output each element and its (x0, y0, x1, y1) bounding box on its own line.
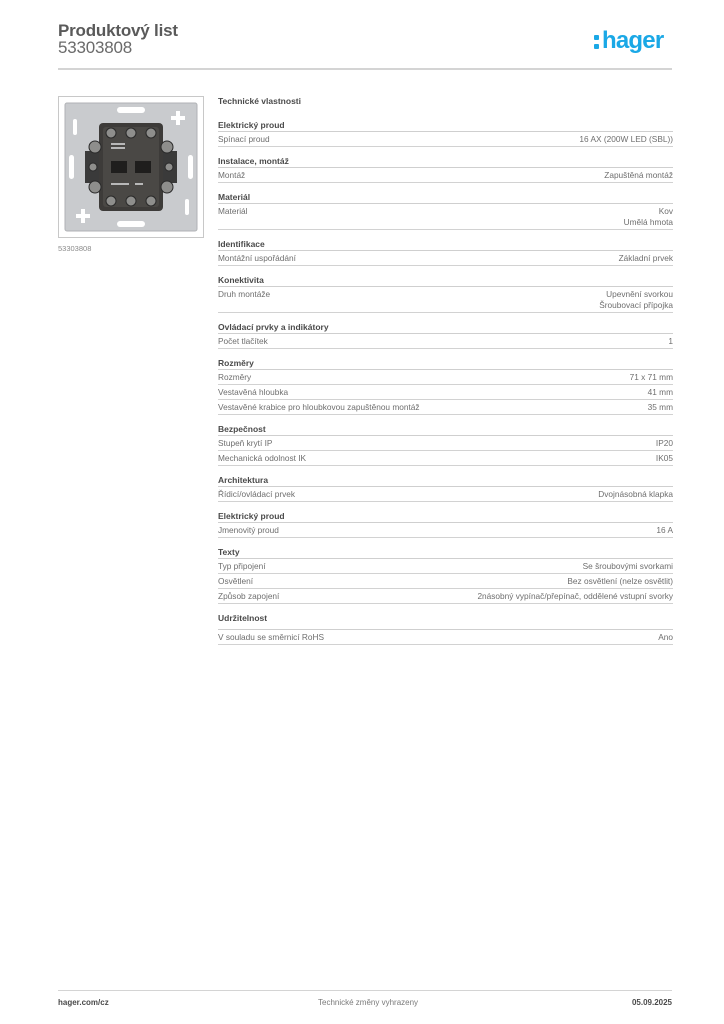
spec-label: Montáž (218, 170, 246, 180)
spec-group-title: Rozměry (218, 358, 673, 370)
spec-row: Vestavěná hloubka 41 mm (218, 385, 673, 400)
hager-logo: hager (594, 27, 664, 55)
footer-date: 05.09.2025 (631, 998, 672, 1007)
spec-row: Rozměry 71 x 71 mm (218, 370, 673, 385)
spec-row: Montáž Zapuštěná montáž (218, 168, 673, 183)
spec-group-title: Elektrický proud (218, 511, 673, 523)
spec-group-title: Bezpečnost (218, 424, 673, 436)
spec-group-title: Konektivita (218, 275, 673, 287)
specs-title: Technické vlastnosti (218, 96, 301, 106)
spec-label: Montážní uspořádání (218, 253, 296, 263)
spec-row: Mechanická odolnost IK IK05 (218, 451, 673, 466)
spec-group-title: Identifikace (218, 239, 673, 251)
technical-specs: Technické vlastnosti Elektrický proud Sp… (218, 96, 673, 654)
spec-group-dimensions: Rozměry Rozměry 71 x 71 mm Vestavěná hlou… (218, 358, 673, 415)
spec-label: Mechanická odolnost IK (218, 453, 307, 463)
spec-label: Stupeň krytí IP (218, 438, 273, 448)
spec-group-title: Elektrický proud (218, 120, 673, 132)
spec-value: 16 A (656, 525, 673, 535)
spec-label: Jmenovitý proud (218, 525, 279, 535)
spec-row: Typ připojení Se šroubovými svorkami (218, 559, 673, 574)
spec-value: Ano (658, 632, 673, 642)
spec-label: Materiál (218, 206, 248, 216)
footer-website-link[interactable]: hager.com/cz (58, 998, 109, 1007)
spec-group-title: Materiál (218, 192, 673, 204)
spec-group-texts: Texty Typ připojení Se šroubovými svorkam… (218, 547, 673, 604)
spec-row: Osvětlení Bez osvětlení (nelze osvětlit) (218, 574, 673, 589)
spec-row: Spínací proud 16 AX (200W LED (SBL)) (218, 132, 673, 147)
spec-value: 2násobný vypínač/přepínač, oddělené vstu… (477, 591, 673, 601)
spec-row: V souladu se směrnicí RoHS Ano (218, 630, 673, 645)
product-number: 53303808 (58, 38, 133, 57)
spec-row: Počet tlačítek 1 (218, 334, 673, 349)
product-image-caption: 53303808 (58, 244, 92, 253)
product-image (58, 96, 204, 238)
spec-label: Spínací proud (218, 134, 270, 144)
spec-value: 16 AX (200W LED (SBL)) (579, 134, 673, 144)
spec-group-sustainability: Udržitelnost V souladu se směrnicí RoHS A… (218, 613, 673, 645)
spec-value: IK05 (655, 453, 673, 463)
spec-group-title: Texty (218, 547, 673, 559)
document-title: Produktový list (58, 21, 178, 40)
spec-label: Typ připojení (218, 561, 266, 571)
spec-group-connectivity: Konektivita Druh montáže Upevnění svorkou… (218, 275, 673, 313)
spec-value: 41 mm (647, 387, 673, 397)
spec-label: Vestavěné krabice pro hloubkovou zapuště… (218, 402, 420, 412)
spec-group-installation: Instalace, montáž Montáž Zapuštěná montáž (218, 156, 673, 183)
spec-row: Řídicí/ovládací prvek Dvojnásobná klapka (218, 487, 673, 502)
switch-insert-icon (64, 102, 198, 232)
spec-group-safety: Bezpečnost Stupeň krytí IP IP20 Mechanick… (218, 424, 673, 466)
spec-value: 35 mm (647, 402, 673, 412)
footer-divider (58, 990, 672, 991)
spec-value: 71 x 71 mm (629, 372, 673, 382)
spec-group-electric-current: Elektrický proud Spínací proud 16 AX (200… (218, 120, 673, 147)
spec-row: Vestavěné krabice pro hloubkovou zapuště… (218, 400, 673, 415)
spec-group-title: Instalace, montáž (218, 156, 673, 168)
footer-notice: Technické změny vyhrazeny (318, 998, 419, 1007)
spec-group-controls: Ovládací prvky a indikátory Počet tlačít… (218, 322, 673, 349)
spec-group-title: Udržitelnost (218, 613, 673, 630)
spec-group-identification: Identifikace Montážní uspořádání Základní… (218, 239, 673, 266)
spec-row: Jmenovitý proud 16 A (218, 523, 673, 538)
logo-colon-icon (594, 32, 599, 49)
spec-label: Počet tlačítek (218, 336, 268, 346)
spec-value: Dvojnásobná klapka (598, 489, 673, 499)
spec-label: Druh montáže (218, 289, 271, 299)
spec-value: Základní prvek (618, 253, 673, 263)
spec-row: Způsob zapojení 2násobný vypínač/přepínač… (218, 589, 673, 604)
spec-value: Bez osvětlení (nelze osvětlit) (567, 576, 673, 586)
spec-label: Rozměry (218, 372, 252, 382)
spec-group-rated-current: Elektrický proud Jmenovitý proud 16 A (218, 511, 673, 538)
spec-label: Vestavěná hloubka (218, 387, 289, 397)
header-divider (58, 68, 672, 70)
spec-value: IP20 (655, 438, 673, 448)
spec-row: Stupeň krytí IP IP20 (218, 436, 673, 451)
spec-value: Se šroubovými svorkami (582, 561, 673, 571)
spec-group-architecture: Architektura Řídicí/ovládací prvek Dvojná… (218, 475, 673, 502)
spec-value: Zapuštěná montáž (604, 170, 673, 180)
spec-label: Způsob zapojení (218, 591, 280, 601)
spec-group-title: Architektura (218, 475, 673, 487)
spec-row: Montážní uspořádání Základní prvek (218, 251, 673, 266)
spec-label: Řídicí/ovládací prvek (218, 489, 296, 499)
spec-label: V souladu se směrnicí RoHS (218, 632, 325, 642)
spec-label: Osvětlení (218, 576, 254, 586)
spec-group-title: Ovládací prvky a indikátory (218, 322, 673, 334)
spec-value: 1 (668, 336, 673, 346)
